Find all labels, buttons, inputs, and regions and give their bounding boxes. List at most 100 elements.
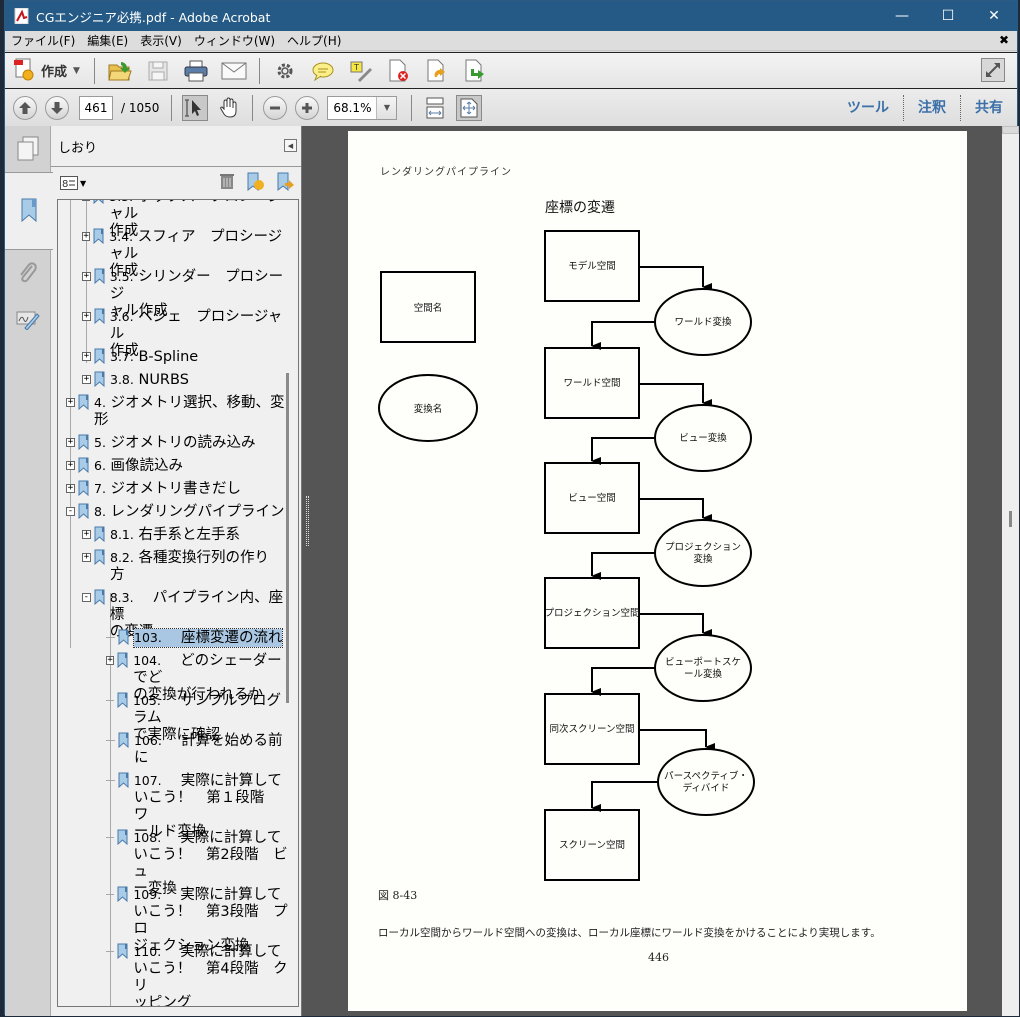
new-bookmark-button[interactable] <box>245 172 265 195</box>
expand-icon[interactable]: + <box>66 397 75 407</box>
menu-edit[interactable]: 編集(E) <box>87 34 129 48</box>
document-scrollbar[interactable] <box>1002 126 1019 1016</box>
bookmark-label[interactable]: 3.8. NURBS <box>110 371 189 389</box>
minimize-button[interactable]: — <box>895 8 909 24</box>
previous-page-button[interactable] <box>13 95 37 120</box>
fit-page-button[interactable] <box>456 94 483 121</box>
bookmark-label[interactable]: 3.5. シリンダー プロシージャル作成 <box>110 268 290 320</box>
expand-icon[interactable]: + <box>66 460 75 470</box>
bookmark-item[interactable]: 108. 実際に計算していこう！ 第2段階 ビュー変換 <box>106 829 290 898</box>
bookmark-label[interactable]: 105. サンプルプログラムで実際に確認 <box>133 692 290 744</box>
bookmark-label[interactable]: 104. どのシェーダーでどの変換が行われるか <box>133 652 290 704</box>
bookmark-item[interactable]: +8.2. 各種変換行列の作り方 <box>82 549 290 584</box>
expand-icon[interactable]: + <box>82 552 91 562</box>
bookmark-item[interactable]: +3.8. NURBS <box>82 371 290 389</box>
bookmark-label[interactable]: 3.7. B-Spline <box>110 348 198 366</box>
highlight-text-button[interactable]: T <box>346 56 376 86</box>
select-tool-button[interactable] <box>182 94 209 121</box>
zoom-select[interactable]: 68.1% ▼ <box>327 95 398 120</box>
bookmark-item[interactable]: +3.4. スフィア プロシージャル作成 <box>82 228 290 280</box>
bookmark-label[interactable]: 103. 座標変遷の流れ <box>132 628 284 648</box>
bookmark-item[interactable]: - 8. レンダリングパイプライン <box>66 503 290 521</box>
collapse-icon[interactable]: - <box>66 506 75 516</box>
close-button[interactable]: ✕ <box>988 8 1000 24</box>
bookmark-item[interactable]: 109. 実際に計算していこう！ 第3段階 プロジェクション変換 <box>106 886 290 955</box>
save-button[interactable] <box>143 56 173 86</box>
delete-bookmark-button[interactable] <box>219 172 235 195</box>
bookmark-label[interactable]: 5. ジオメトリの読み込み <box>94 434 256 452</box>
bookmark-label[interactable]: 109. 実際に計算していこう！ 第3段階 プロジェクション変換 <box>133 886 290 955</box>
page-number-input[interactable]: 461 <box>79 95 113 120</box>
bookmark-item[interactable]: +3.5. シリンダー プロシージャル作成 <box>82 268 290 320</box>
bookmark-label[interactable]: 106. 計算を始める前に <box>134 732 282 767</box>
page-thumbnails-button[interactable] <box>5 126 51 172</box>
bookmark-label[interactable]: 108. 実際に計算していこう！ 第2段階 ビュー変換 <box>133 829 290 898</box>
zoom-out-button[interactable] <box>263 95 288 120</box>
bookmark-item[interactable]: 106. 計算を始める前に <box>106 732 290 767</box>
email-button[interactable] <box>219 56 249 86</box>
menu-file[interactable]: ファイル(F) <box>11 34 76 48</box>
bookmark-scrollbar[interactable] <box>286 373 289 703</box>
bookmark-item[interactable]: 107. 実際に計算していこう！ 第１段階 ワールド変換 <box>106 772 290 841</box>
expand-icon[interactable]: + <box>106 655 115 665</box>
panel-splitter-handle[interactable] <box>306 496 309 546</box>
zoom-in-button[interactable] <box>295 95 320 120</box>
menu-view[interactable]: 表示(V) <box>140 34 182 48</box>
bookmark-item[interactable]: 103. 座標変遷の流れ <box>106 628 290 648</box>
menu-window[interactable]: ウィンドウ(W) <box>193 34 276 48</box>
scrollbar-thumb[interactable] <box>1009 511 1012 527</box>
bookmark-item[interactable]: +7. ジオメトリ書きだし <box>66 480 290 498</box>
bookmark-item[interactable]: +3.7. B-Spline <box>82 348 290 366</box>
expand-button[interactable] <box>981 58 1005 82</box>
expand-icon[interactable]: + <box>82 311 91 321</box>
expand-icon[interactable]: + <box>82 200 91 201</box>
bookmark-item[interactable]: +104. どのシェーダーでどの変換が行われるか <box>106 652 290 704</box>
zoom-value[interactable]: 68.1% <box>333 100 372 115</box>
collapse-icon[interactable]: - <box>82 592 91 602</box>
bookmark-item[interactable]: +8.1. 右手系と左手系 <box>82 526 290 544</box>
bookmark-label[interactable]: 3.4. スフィア プロシージャル作成 <box>109 228 290 280</box>
bookmark-item[interactable]: 105. サンプルプログラムで実際に確認 <box>106 692 290 744</box>
signatures-button[interactable] <box>5 296 51 342</box>
open-button[interactable] <box>105 56 135 86</box>
expand-icon[interactable]: + <box>82 374 91 384</box>
expand-icon[interactable]: + <box>66 483 75 493</box>
expand-icon[interactable]: + <box>66 437 75 447</box>
tab-comments[interactable]: 注釈 <box>903 94 960 121</box>
expand-icon[interactable]: + <box>82 231 91 241</box>
bookmark-label[interactable]: 107. 実際に計算していこう！ 第１段階 ワールド変換 <box>134 772 290 841</box>
expand-bookmark-button[interactable] <box>275 172 295 195</box>
next-page-button[interactable] <box>45 95 69 120</box>
attachments-button[interactable] <box>5 250 51 296</box>
tab-share[interactable]: 共有 <box>960 94 1017 121</box>
comment-button[interactable] <box>308 56 338 86</box>
bookmark-label[interactable]: 8.2. 各種変換行列の作り方 <box>110 549 269 584</box>
options-button[interactable]: 8 ▼ <box>60 176 86 190</box>
bookmark-item[interactable]: 110. 実際に計算していこう！ 第4段階 クリッピング <box>106 943 290 1006</box>
print-button[interactable] <box>181 56 211 86</box>
export-button[interactable] <box>422 56 452 86</box>
expand-icon[interactable]: + <box>82 529 91 539</box>
bookmark-label[interactable]: 7. ジオメトリ書きだし <box>94 480 241 498</box>
close-document-icon[interactable]: ✖ <box>998 33 1009 47</box>
zoom-dropdown-icon[interactable]: ▼ <box>376 96 397 119</box>
bookmark-label[interactable]: 110. 実際に計算していこう！ 第4段階 クリッピング <box>133 943 290 1006</box>
bookmarks-button[interactable] <box>5 172 53 250</box>
collapse-panel-button[interactable]: ◀ <box>284 139 297 152</box>
expand-icon[interactable]: + <box>82 351 91 361</box>
fit-width-button[interactable] <box>420 93 450 123</box>
expand-icon[interactable]: + <box>82 271 91 281</box>
bookmark-item[interactable]: +6. 画像読込み <box>66 457 290 475</box>
maximize-button[interactable]: ☐ <box>941 8 955 24</box>
bookmark-label[interactable]: 4. ジオメトリ選択、移動、変形 <box>94 394 285 429</box>
bookmark-item[interactable]: +5. ジオメトリの読み込み <box>66 434 290 452</box>
bookmark-label[interactable]: 8. レンダリングパイプライン <box>94 503 285 521</box>
bookmark-label[interactable]: 3.6. ベジェ プロシージャル作成 <box>110 308 290 360</box>
create-button[interactable]: 作成 ▼ <box>13 57 80 84</box>
bookmark-label[interactable]: 6. 画像読込み <box>94 457 183 475</box>
hand-tool-button[interactable] <box>214 93 244 123</box>
menu-help[interactable]: ヘルプ(H) <box>287 34 342 48</box>
settings-button[interactable] <box>270 56 300 86</box>
